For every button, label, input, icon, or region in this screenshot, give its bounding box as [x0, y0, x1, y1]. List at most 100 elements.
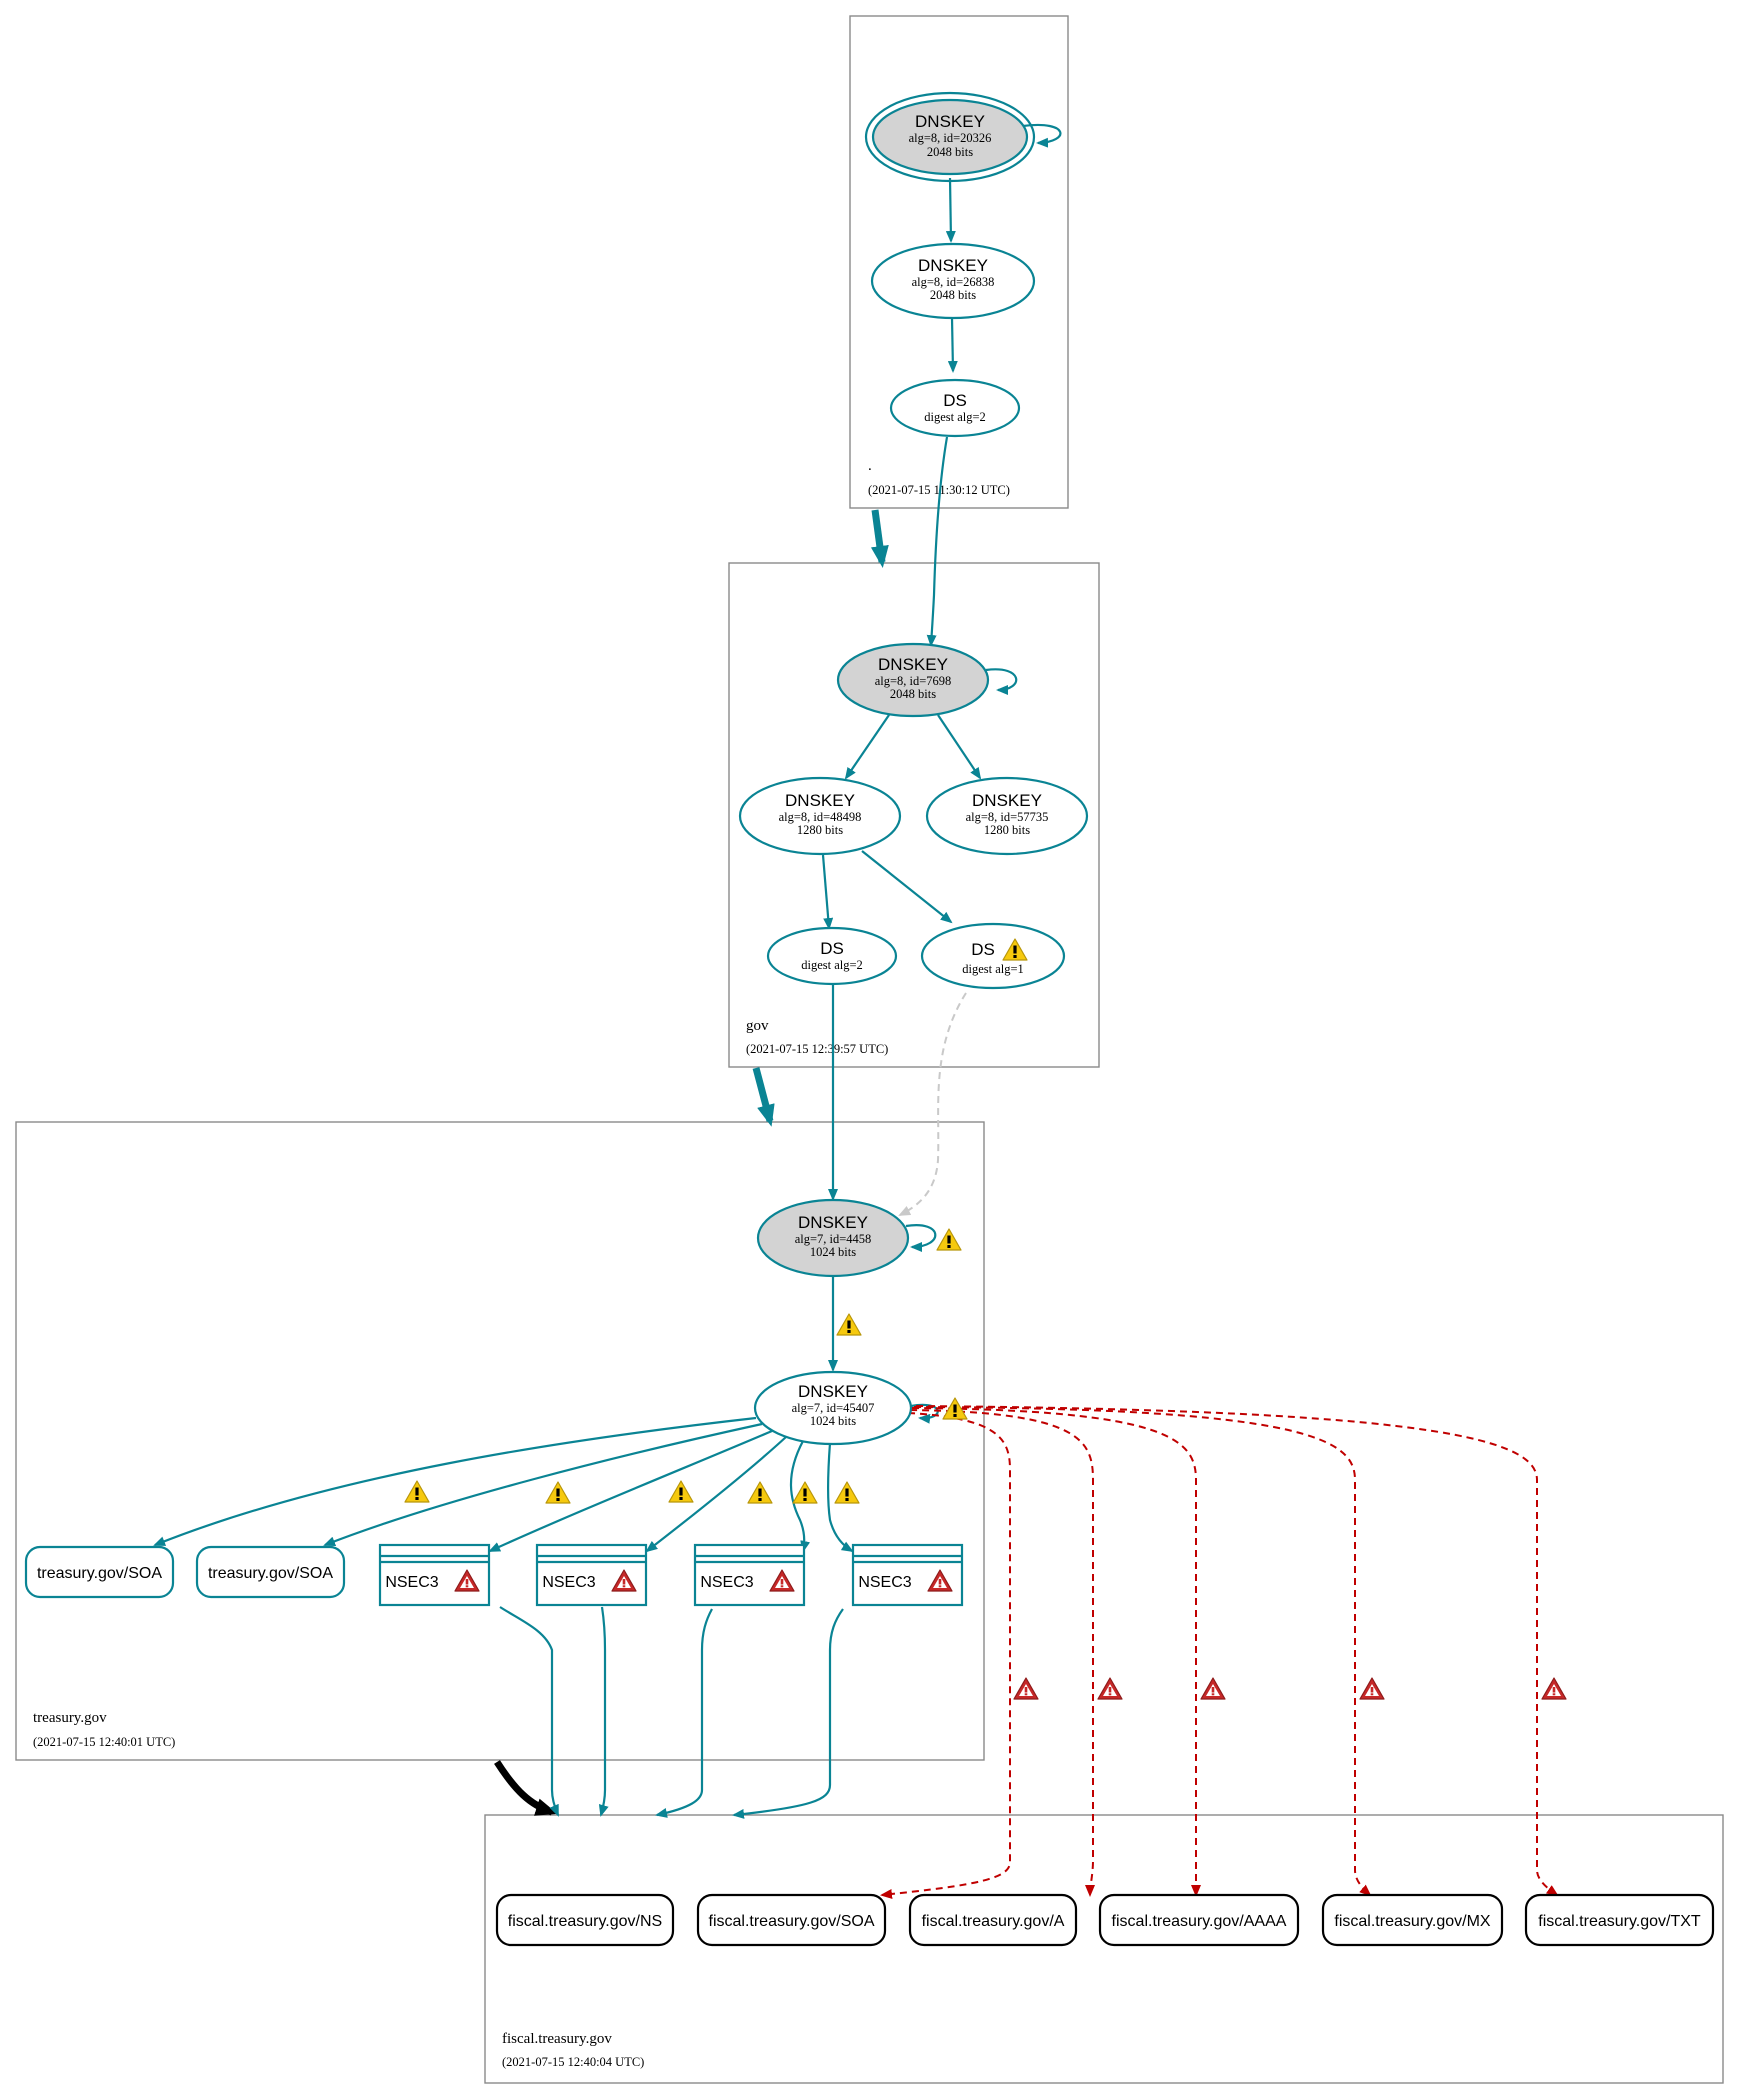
treasury-soa2-label: treasury.gov/SOA	[208, 1565, 333, 1582]
treasury-zsk-node[interactable]: DNSKEY alg=7, id=45407 1024 bits	[753, 1370, 913, 1446]
fiscal-soa-label: fiscal.treasury.gov/SOA	[709, 1913, 875, 1930]
treasury-ksk-node[interactable]: DNSKEY alg=7, id=4458 1024 bits	[756, 1198, 910, 1278]
edge-gov-zsk1-ds2	[861, 850, 953, 924]
edge-gov-ksk-self	[985, 668, 1018, 695]
zone-gov-name: gov	[746, 1018, 769, 1034]
edge-gov-zsk1-ds1	[821, 854, 834, 930]
error-icon[interactable]	[1097, 1677, 1123, 1700]
treasury-ksk-title: DNSKEY	[798, 1213, 868, 1232]
error-icon[interactable]	[1200, 1677, 1226, 1700]
edge-zsk-fiscal-soa	[880, 1412, 1011, 1899]
fiscal-aaaa-node[interactable]: fiscal.treasury.gov/AAAA	[1098, 1893, 1300, 1947]
gov-zsk2-id: alg=8, id=57735	[966, 810, 1049, 824]
fiscal-txt-label: fiscal.treasury.gov/TXT	[1538, 1913, 1701, 1930]
gov-ksk-title: DNSKEY	[878, 655, 948, 674]
treasury-zsk-title: DNSKEY	[798, 1382, 868, 1401]
edge-treasury-zsk-nsec3-4	[827, 1442, 854, 1553]
gov-zsk2-title: DNSKEY	[972, 791, 1042, 810]
edge-gov-ds2-treasury-ksk	[898, 992, 967, 1216]
gov-zsk1-node[interactable]: DNSKEY alg=8, id=48498 1280 bits	[738, 776, 902, 856]
edge-zsk-fiscal-txt	[915, 1405, 1559, 1897]
edge-nsec3-4-fiscal	[732, 1608, 844, 1819]
root-zsk-node[interactable]: DNSKEY alg=8, id=26838 2048 bits	[870, 242, 1036, 320]
nsec3-4-label: NSEC3	[858, 1574, 911, 1591]
error-icon[interactable]	[1013, 1677, 1039, 1700]
edge-gov-ksk-zsk1	[844, 714, 890, 780]
delegation-gov-treasury	[752, 1067, 775, 1127]
treasury-ksk-bits: 1024 bits	[810, 1245, 856, 1259]
fiscal-txt-node[interactable]: fiscal.treasury.gov/TXT	[1524, 1893, 1715, 1947]
root-ds-title: DS	[943, 391, 967, 410]
error-icon[interactable]	[1359, 1677, 1385, 1700]
gov-zsk1-title: DNSKEY	[785, 791, 855, 810]
edge-root-ds-gov-ksk	[926, 436, 949, 647]
treasury-zsk-id: alg=7, id=45407	[792, 1401, 875, 1415]
nsec3-2-label: NSEC3	[542, 1574, 595, 1591]
edge-treasury-zsk-nsec3-2	[645, 1436, 787, 1553]
edge-root-ksk-zsk	[945, 177, 956, 243]
delegation-root-gov	[870, 509, 889, 568]
gov-ksk-bits: 2048 bits	[890, 687, 936, 701]
delegation-treasury-fiscal	[494, 1760, 558, 1816]
nsec3-node-4[interactable]: NSEC3	[851, 1543, 964, 1607]
root-ds-node[interactable]: DS digest alg=2	[889, 378, 1021, 438]
treasury-soa1-label: treasury.gov/SOA	[37, 1565, 162, 1582]
nsec3-1-label: NSEC3	[385, 1574, 438, 1591]
zone-root-name: .	[868, 458, 872, 474]
fiscal-ns-label: fiscal.treasury.gov/NS	[508, 1913, 662, 1930]
gov-zsk1-id: alg=8, id=48498	[779, 810, 862, 824]
gov-zsk2-node[interactable]: DNSKEY alg=8, id=57735 1280 bits	[925, 776, 1089, 856]
root-ksk-bits: 2048 bits	[927, 145, 973, 159]
nsec3-node-3[interactable]: NSEC3	[693, 1543, 806, 1607]
gov-ds1-title: DS	[820, 939, 844, 958]
root-zsk-title: DNSKEY	[918, 256, 988, 275]
error-icon[interactable]	[1541, 1677, 1567, 1700]
fiscal-a-node[interactable]: fiscal.treasury.gov/A	[908, 1893, 1078, 1947]
nsec3-node-2[interactable]: NSEC3	[535, 1543, 648, 1607]
root-ksk-title: DNSKEY	[915, 112, 985, 131]
gov-zsk2-bits: 1280 bits	[984, 823, 1030, 837]
edge-treasury-zsk-nsec3-3	[789, 1440, 811, 1553]
edge-gov-ksk-zsk2	[937, 714, 982, 780]
fiscal-mx-node[interactable]: fiscal.treasury.gov/MX	[1321, 1893, 1504, 1947]
zone-fiscal-name: fiscal.treasury.gov	[502, 2031, 612, 2047]
gov-ksk-id: alg=8, id=7698	[875, 674, 952, 688]
nsec3-node-1[interactable]: NSEC3	[378, 1543, 491, 1607]
treasury-ksk-id: alg=7, id=4458	[795, 1232, 872, 1246]
treasury-soa2-node[interactable]: treasury.gov/SOA	[195, 1545, 346, 1599]
treasury-zsk-bits: 1024 bits	[810, 1414, 856, 1428]
gov-ksk-node[interactable]: DNSKEY alg=8, id=7698 2048 bits	[836, 642, 990, 718]
zone-treasury-time: (2021-07-15 12:40:01 UTC)	[33, 1735, 175, 1749]
root-zsk-id: alg=8, id=26838	[912, 275, 995, 289]
gov-ds2-title: DS	[971, 940, 995, 959]
root-zsk-bits: 2048 bits	[930, 288, 976, 302]
edge-root-ksk-self	[1022, 123, 1062, 148]
edge-nsec3-2-fiscal	[598, 1606, 609, 1817]
gov-ds1-node[interactable]: DS digest alg=2	[766, 926, 898, 986]
edge-zsk-fiscal-a	[909, 1409, 1096, 1897]
edge-treasury-ksk-self	[905, 1224, 937, 1252]
edge-treasury-zsk-nsec3-1	[488, 1429, 773, 1553]
root-ksk-id: alg=8, id=20326	[909, 131, 992, 145]
zone-root-time: (2021-07-15 11:30:12 UTC)	[868, 483, 1010, 497]
edge-zsk-fiscal-mx	[913, 1406, 1372, 1897]
gov-zsk1-bits: 1280 bits	[797, 823, 843, 837]
fiscal-ns-node[interactable]: fiscal.treasury.gov/NS	[495, 1893, 675, 1947]
fiscal-a-label: fiscal.treasury.gov/A	[922, 1913, 1065, 1930]
edge-nsec3-3-fiscal	[655, 1608, 713, 1818]
gov-ds2-node[interactable]: DS digest alg=1	[920, 922, 1066, 990]
fiscal-mx-label: fiscal.treasury.gov/MX	[1334, 1913, 1491, 1930]
edge-zsk-fiscal-aaaa	[911, 1407, 1201, 1897]
zone-gov-time: (2021-07-15 12:39:57 UTC)	[746, 1042, 888, 1056]
zone-fiscal: fiscal.treasury.gov (2021-07-15 12:40:04…	[484, 1814, 1724, 2084]
nsec3-3-label: NSEC3	[700, 1574, 753, 1591]
edge-treasury-zsk-soa1	[153, 1416, 757, 1547]
treasury-soa1-node[interactable]: treasury.gov/SOA	[24, 1545, 175, 1599]
root-ds-digest: digest alg=2	[924, 410, 986, 424]
edge-nsec3-1-fiscal	[499, 1606, 560, 1817]
gov-ds2-digest: digest alg=1	[962, 962, 1024, 976]
fiscal-soa-node[interactable]: fiscal.treasury.gov/SOA	[696, 1893, 887, 1947]
root-ksk-node[interactable]: DNSKEY alg=8, id=20326 2048 bits	[864, 91, 1036, 183]
fiscal-aaaa-label: fiscal.treasury.gov/AAAA	[1112, 1913, 1287, 1930]
